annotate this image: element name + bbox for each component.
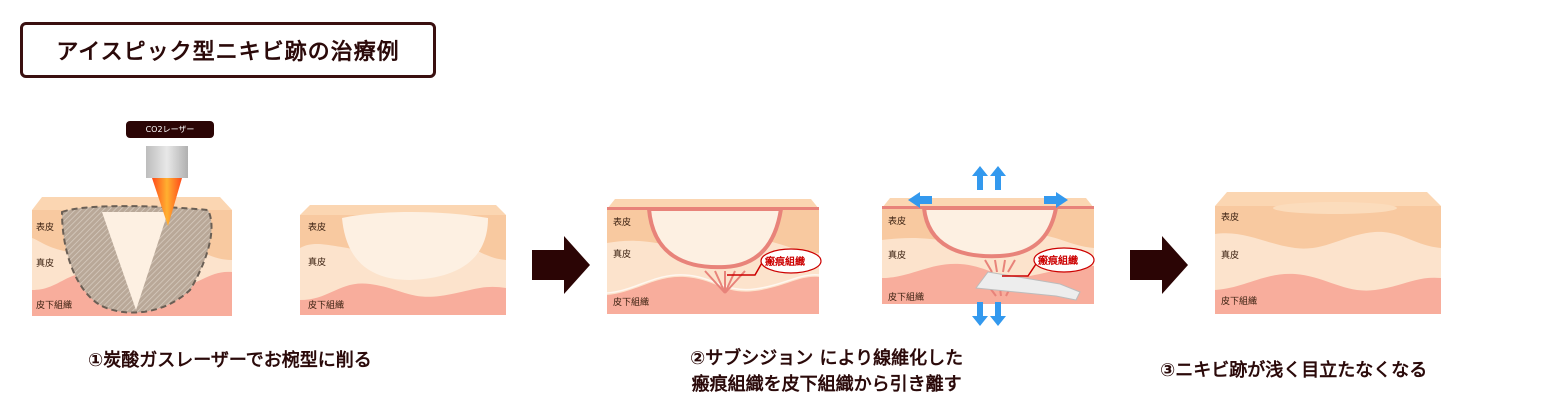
- svg-text:瘢痕組織: 瘢痕組織: [1038, 254, 1078, 267]
- svg-text:皮下組織: 皮下組織: [308, 299, 344, 311]
- layer-epidermis: 表皮: [36, 221, 54, 233]
- svg-text:皮下組織: 皮下組織: [1221, 295, 1257, 307]
- diagram-scar: 瘢痕組織 表皮 真皮 皮下組織: [606, 199, 822, 314]
- svg-text:真皮: 真皮: [308, 256, 326, 268]
- svg-text:皮下組織: 皮下組織: [888, 291, 924, 303]
- svg-text:表皮: 表皮: [308, 221, 326, 233]
- svg-text:真皮: 真皮: [1221, 249, 1239, 261]
- step-2-caption-line2: 瘢痕組織を皮下組織から引き離す: [691, 374, 962, 395]
- layer-subcutis: 皮下組織: [36, 299, 72, 311]
- page-title: アイスピック型ニキビ跡の治療例: [56, 40, 400, 65]
- layer-dermis: 真皮: [36, 257, 54, 269]
- scar-tissue-label: 瘢痕組織: [765, 255, 805, 268]
- pull-arrows-icon: [908, 166, 1068, 326]
- diagram-subcision: 瘢痕組織 表皮 真皮 皮下組織: [882, 166, 1095, 326]
- svg-text:皮下組織: 皮下組織: [613, 296, 649, 308]
- svg-text:表皮: 表皮: [613, 216, 631, 228]
- diagram-laser: 表皮 真皮 皮下組織: [32, 146, 232, 316]
- svg-text:真皮: 真皮: [888, 249, 906, 261]
- diagram-result: 表皮 真皮 皮下組織: [1215, 192, 1441, 314]
- svg-text:真皮: 真皮: [613, 248, 631, 260]
- next-arrow-2: [1130, 236, 1188, 294]
- step-1-caption: ①炭酸ガスレーザーでお椀型に削る: [88, 350, 372, 371]
- svg-text:表皮: 表皮: [888, 215, 906, 227]
- svg-text:表皮: 表皮: [1221, 211, 1239, 223]
- diagram-bowl: 表皮 真皮 皮下組織: [300, 205, 506, 315]
- title-box: アイスピック型ニキビ跡の治療例: [20, 22, 436, 78]
- co2-laser-label: CO2レーザー: [126, 121, 214, 138]
- step-2-caption: ②サブシジョン により線維化した 瘢痕組織を皮下組織から引き離す: [690, 346, 963, 398]
- next-arrow-1: [532, 236, 590, 294]
- step-3-caption: ③ニキビ跡が浅く目立たなくなる: [1160, 360, 1428, 381]
- step-2-caption-line1: ②サブシジョン により線維化した: [690, 348, 964, 369]
